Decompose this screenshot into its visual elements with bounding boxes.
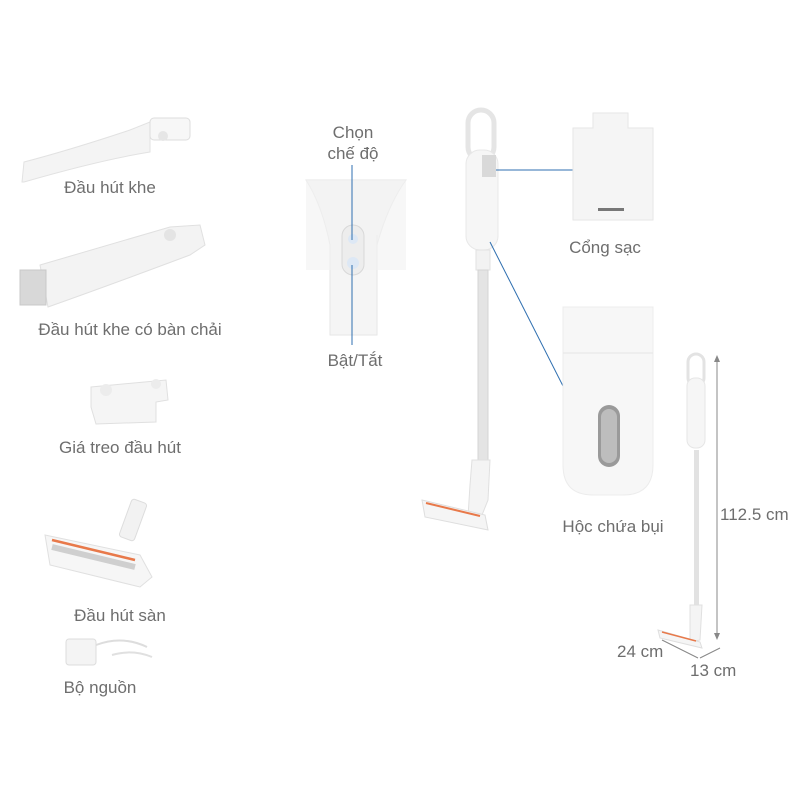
charge-port-image — [572, 112, 654, 221]
accessory-label-floor: Đầu hút sàn — [74, 606, 166, 625]
mode-select-label-line1: Chọn — [332, 123, 374, 142]
charger-image — [65, 638, 153, 666]
height-dimension-arrow — [714, 355, 720, 640]
crevice-tool-image — [21, 117, 191, 183]
control-panel-leaders — [351, 165, 353, 345]
length-width-dimension-arrows — [661, 639, 721, 659]
accessory-label-crevice: Đầu hút khe — [64, 178, 156, 197]
dust-bin-label: Hộc chứa bụi — [562, 517, 664, 536]
mode-select-label: Chọn chế độ — [308, 122, 398, 164]
floor-head-image — [44, 498, 153, 588]
length-dimension-label: 24 cm — [617, 642, 664, 661]
dimension-vacuum-image — [657, 352, 706, 649]
power-label: Bật/Tắt — [327, 351, 383, 370]
mode-select-label-line2: chế độ — [327, 144, 379, 163]
width-dimension-label: 13 cm — [690, 661, 737, 680]
accessory-label-charger: Bộ nguồn — [63, 678, 137, 697]
crevice-brush-tool-image — [19, 224, 206, 308]
main-vacuum-image — [421, 107, 499, 531]
control-panel-image — [305, 179, 407, 336]
accessory-label-holder: Giá treo đầu hút — [59, 438, 181, 457]
accessory-label-crevice-brush: Đầu hút khe có bàn chải — [38, 320, 222, 339]
height-dimension-label: 112.5 cm — [720, 505, 789, 524]
charge-port-label: Cổng sạc — [569, 238, 641, 257]
dust-bin-image — [562, 306, 654, 496]
holder-image — [90, 379, 169, 425]
